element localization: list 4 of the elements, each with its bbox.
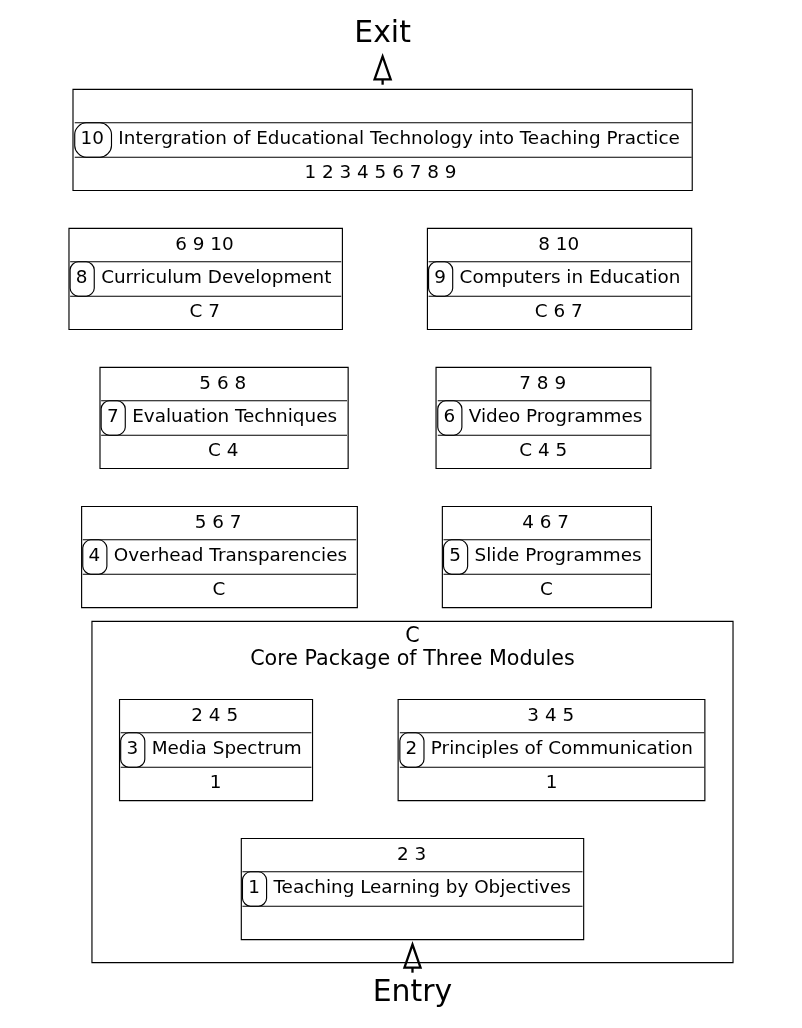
arrow bbox=[402, 940, 423, 973]
arrow bbox=[372, 52, 393, 85]
node-text: Entry bbox=[372, 972, 453, 1008]
node-text: Exit bbox=[354, 13, 411, 49]
